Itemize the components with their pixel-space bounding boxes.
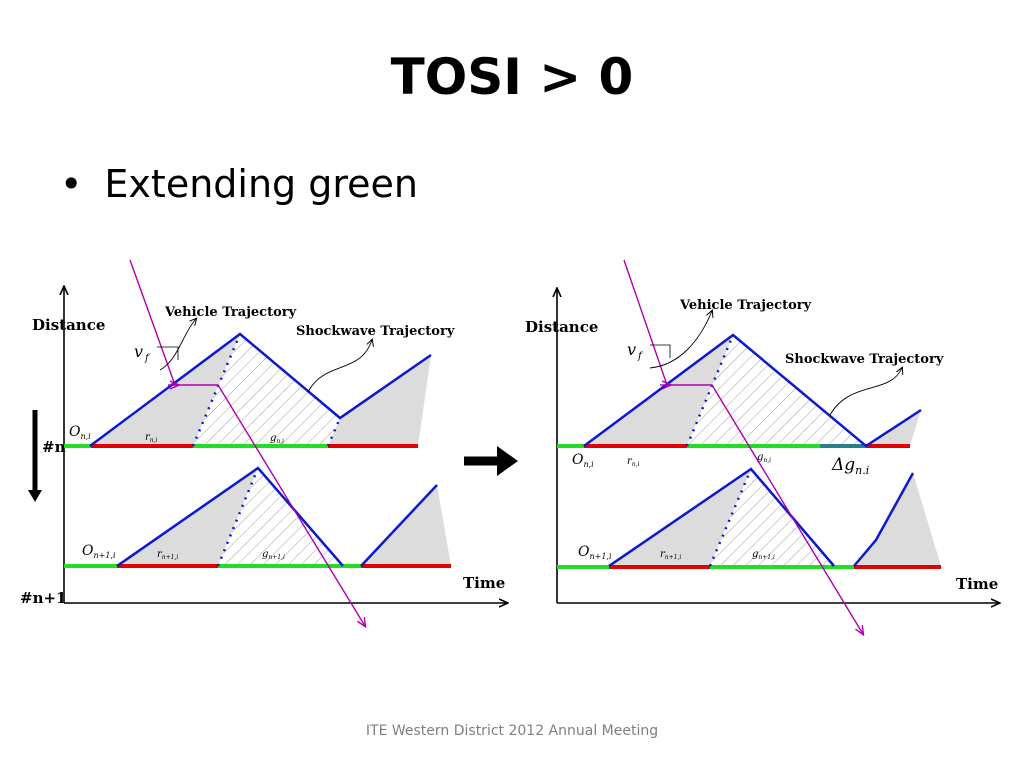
right-shockwave-n [583,333,922,448]
left-shockwave-n1-next [360,484,438,567]
left-o-n-label: On,i [69,424,91,441]
left-direction-arrowhead-icon [28,490,42,502]
slide-title: TOSI > 0 [390,48,634,106]
left-shockwave-trajectory-label: Shockwave Trajectory [296,324,455,339]
right-g-n1-label: gn+1,i [752,549,775,561]
right-shockwave-trajectory-label: Shockwave Trajectory [785,352,944,367]
bullet-text: Extending green [104,162,418,206]
right-x-axis-label: Time [956,575,998,593]
left-y-axis-label: Distance [32,316,105,334]
right-discharge-area-n1 [710,469,834,566]
right-departure-wave-n1 [708,468,753,567]
left-queue-area-n-next [328,355,431,446]
right-vf-slope-marker [650,344,671,358]
right-delta-g-label: Δgn.i [831,455,869,477]
left-g-n1-label: gn+1,i [262,549,285,561]
right-queue-area-n1-next [854,473,941,566]
transition-arrowhead-icon [497,446,518,476]
left-vehicle-trajectory-label: Vehicle Trajectory [164,305,297,320]
bullet-icon: • [60,162,83,206]
left-g-n-label: gn,i [270,433,284,445]
left-departure-wave-n1 [216,467,260,567]
right-vehicle-callout [649,311,712,369]
left-vehicle-trajectory [129,259,365,626]
right-diagram: Distance Time Vehicle Trajectory Shockwa… [525,259,999,634]
right-shockwave-n1-next [853,472,915,567]
left-shockwave-callout [307,340,372,393]
right-r-n-label: rn,i [627,456,640,468]
left-x-axis-label: Time [463,574,505,592]
right-r-n1-label: rn+1,i [660,549,681,561]
right-o-n1-label: On+1,i [578,544,612,561]
left-discharge-area-n [193,334,340,446]
right-vehicle-trajectory [623,259,863,634]
intersection-n1-label: #n+1 [20,589,66,607]
bullet-item: • Extending green [60,162,418,206]
left-vf-slope-marker [157,346,179,360]
right-shockwave-callout [829,368,902,416]
left-diagram: Distance Time Vehicle Trajectory Shockwa… [20,259,507,626]
left-departure-wave-n-end [326,417,342,447]
right-vehicle-trajectory-label: Vehicle Trajectory [679,298,812,313]
left-o-n1-label: On+1,i [82,543,116,560]
left-shockwave-n [89,332,432,448]
left-vehicle-callout [159,319,196,371]
left-r-n-label: rn,i [145,432,158,444]
right-y-axis-label: Distance [525,318,598,336]
left-queue-area-n1-next [361,485,451,566]
slide-footer: ITE Western District 2012 Annual Meeting [365,723,659,739]
left-r-n1-label: rn+1,i [157,549,178,561]
left-discharge-area-n1 [218,468,343,566]
right-o-n-label: On,i [572,452,594,469]
right-g-n-label: gn,i [757,452,771,464]
intersection-n-label: #n [42,438,66,456]
